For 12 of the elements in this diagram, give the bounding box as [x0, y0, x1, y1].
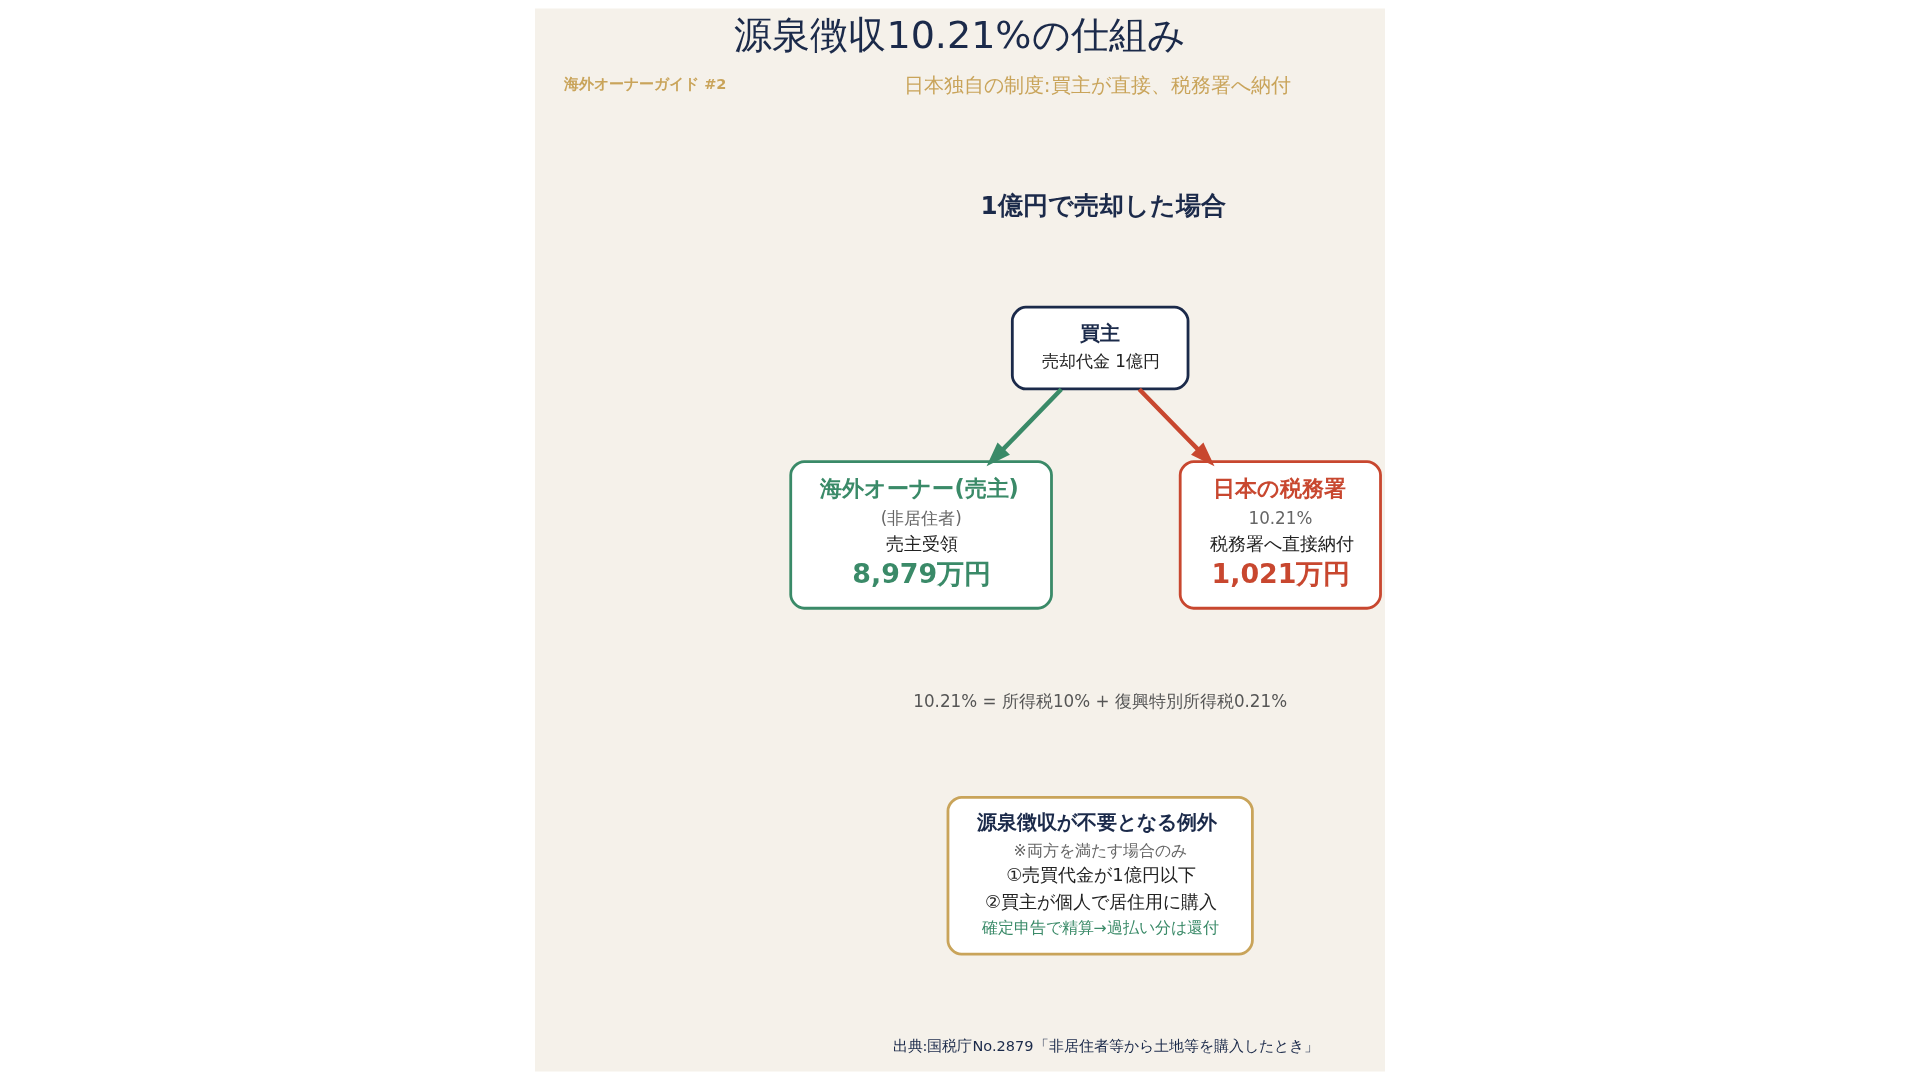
node-box: 買主 売却代金 1億円 [1010, 305, 1190, 391]
arrow [986, 387, 1063, 467]
arrow [1137, 387, 1215, 467]
label: 日本独自の制度:買主が直接、税務署へ納付 [903, 72, 1291, 97]
label: 1億円で売却した場合 [980, 190, 1226, 220]
node-box: 源泉徴収が不要となる例外 ※両方を満たす場合のみ ①売買代金が1億円以下 ②買主が個人で居住用に購入 確定申告で精算→過払い分は還付 [946, 796, 1254, 956]
node-box: 日本の税務署 10.21% 税務署へ直接納付 1,021万円 [1178, 460, 1382, 610]
diagram-title: 源泉徴収10.21%の仕組み [734, 12, 1186, 57]
node-box: 海外オーナー(売主) (非居住者) 売主受領 8,979万円 [789, 460, 1053, 610]
label: 出典:国税庁No.2879「非居住者等から土地等を購入したとき」 [892, 1037, 1319, 1054]
label: 海外オーナーガイド #2 [564, 76, 727, 93]
label: 10.21% = 所得税10% + 復興特別所得税0.21% [913, 690, 1288, 711]
